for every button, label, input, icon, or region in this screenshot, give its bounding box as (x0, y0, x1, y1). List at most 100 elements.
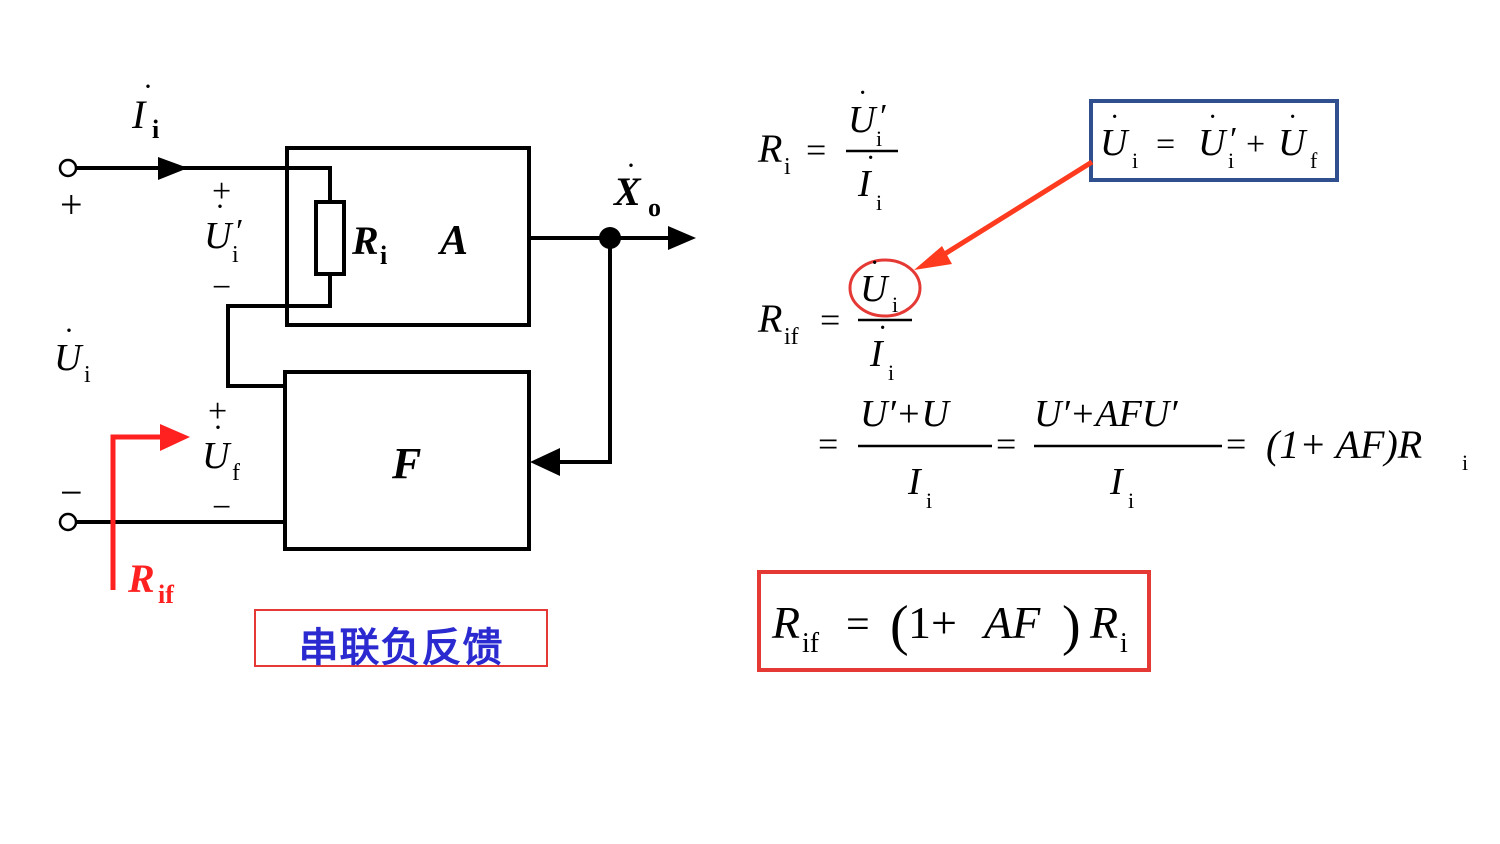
resistor-symbol: R (351, 218, 379, 263)
input-terminal-bottom (58, 512, 78, 532)
rif-probe-line (110, 434, 168, 590)
input-current-arrow-icon (158, 157, 188, 180)
rel-u3-dot: · (1288, 102, 1297, 133)
uf-minus: − (212, 489, 231, 526)
ri-den: I (857, 163, 873, 205)
input-plus-sign: + (60, 182, 83, 227)
final-lhs: R (771, 597, 800, 648)
rel-u2-sub: i (1228, 148, 1234, 173)
final-r-sub: i (1120, 628, 1128, 659)
ri-den-dot: · (866, 143, 875, 174)
ui-prime-subscript: i (232, 242, 239, 268)
uf-subscript: f (232, 460, 240, 486)
ui-prime-symbol: U (204, 215, 234, 257)
rel-u2-dot: · (1208, 102, 1217, 133)
output-node (599, 227, 621, 249)
exp-frac2-den: I (1109, 461, 1125, 503)
relation-pointer-line (933, 159, 1094, 263)
uf-dot: · (213, 411, 223, 444)
resistor-subscript: i (380, 241, 387, 270)
rel-plus: + (1246, 126, 1265, 163)
rif-probe-arrow-icon (160, 424, 190, 451)
rif-expansion: = U′+U I i = U′+AFU′ I i = (1+ AF)R i (818, 393, 1468, 513)
final-one-plus: 1+ (908, 597, 957, 648)
ui-prime-plus: + (212, 173, 231, 210)
rif-den-dot: · (878, 313, 887, 344)
rif-symbol: R (127, 556, 155, 601)
input-terminal-top (58, 158, 78, 178)
rif-subscript: if (158, 580, 174, 609)
ri-to-feedback-wire (226, 274, 332, 388)
ui-symbol: U (54, 337, 84, 379)
uf-plus: + (208, 393, 227, 430)
exp-frac1-den-sub: i (926, 488, 932, 513)
ri-num: U (848, 99, 878, 141)
circuit (75, 146, 672, 551)
output-subscript: o (648, 193, 661, 222)
current-label: I i · (131, 70, 159, 144)
ri-num-sub: i (876, 126, 882, 151)
exp-eq3: = (1226, 424, 1246, 464)
ri-lhs: R (757, 126, 782, 171)
rif-num-dot: · (870, 248, 879, 279)
uf-symbol: U (202, 435, 232, 477)
final-result: R if = ( 1+ AF ) R i (771, 595, 1128, 659)
ui-subscript: i (84, 362, 91, 388)
current-symbol: I (131, 92, 147, 137)
amplifier-label: A (437, 218, 468, 264)
ui-prime-mark: ′ (234, 213, 242, 250)
final-lhs-sub: if (802, 628, 820, 659)
rif-den-sub: i (888, 360, 894, 385)
output-label: X o · (612, 149, 661, 222)
final-r: R (1089, 597, 1118, 648)
rel-eq: = (1156, 126, 1175, 163)
exp-result: (1+ AF)R (1266, 422, 1422, 467)
current-dot: · (143, 70, 153, 103)
ui-prime-dot: · (215, 190, 225, 223)
rel-u3: U (1278, 122, 1308, 164)
exp-eq2: = (996, 424, 1016, 464)
caption-label: 串联负反馈 (298, 625, 504, 671)
final-af: AF (981, 597, 1041, 648)
exp-frac1-num: U′+U (860, 393, 951, 435)
rif-lhs: R (757, 296, 782, 341)
rel-u1: U (1100, 122, 1130, 164)
output-symbol: X (612, 169, 642, 214)
final-eq: = (846, 602, 870, 648)
ui-input-label: U i · (54, 314, 91, 388)
rif-label: R if (127, 556, 174, 609)
rif-definition: R if = U i · I i · (757, 248, 922, 385)
rif-num: U (860, 268, 890, 310)
rif-eq: = (820, 300, 840, 340)
rif-lhs-sub: if (784, 324, 799, 350)
feedback-arrow-icon (530, 448, 560, 476)
ui-highlight-circle (848, 258, 922, 318)
ri-lhs-sub: i (784, 154, 791, 180)
exp-frac2-den-sub: i (1128, 488, 1134, 513)
rel-u3-sub: f (1310, 148, 1318, 173)
ri-den-sub: i (876, 190, 882, 215)
current-subscript: i (152, 115, 159, 144)
ri-num-dot: · (858, 78, 867, 109)
rif-den: I (869, 333, 885, 375)
feedback-return-wire (555, 238, 612, 464)
final-paren-open: ( (890, 595, 909, 657)
exp-result-sub: i (1462, 450, 1468, 475)
final-result-box (757, 570, 1151, 672)
ui-prime-label: U ′ i · (204, 190, 242, 268)
resistor-label: R i (351, 218, 387, 270)
rif-num-sub: i (892, 292, 898, 317)
output-dot: · (626, 149, 636, 182)
exp-eq1: = (818, 424, 838, 464)
ri-num-mark: ′ (878, 98, 886, 135)
relation-pointer-arrow-icon (914, 246, 952, 270)
rel-u1-sub: i (1132, 148, 1138, 173)
ui-relation-box (1089, 99, 1339, 182)
rel-u2: U (1198, 122, 1228, 164)
caption-box: 串联负反馈 (254, 609, 548, 671)
ui-dot: · (64, 314, 74, 347)
rel-u1-dot: · (1110, 102, 1119, 133)
ri-eq: = (806, 130, 826, 170)
input-minus-sign: − (60, 470, 83, 515)
